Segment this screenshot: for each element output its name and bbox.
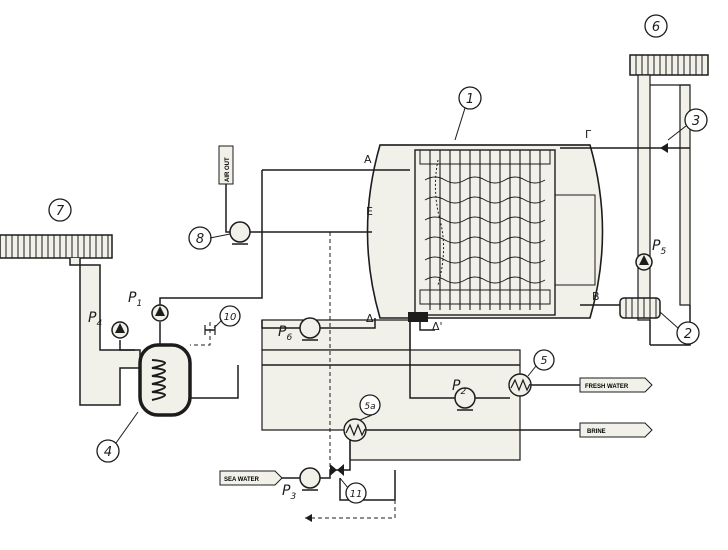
pump-p1-label: P1	[128, 290, 142, 309]
callout-3: 3	[692, 114, 700, 129]
point-delta: Δ	[366, 312, 374, 325]
pump-p5-label: P5	[652, 238, 666, 257]
heat-exchanger-2	[619, 297, 661, 319]
pump-p4-label: P4	[88, 310, 102, 329]
pump-p5	[635, 253, 653, 271]
callout-10: 10	[224, 312, 237, 323]
callout-4: 4	[104, 445, 112, 460]
callout-7: 7	[56, 204, 65, 219]
brine-circuit-panel	[261, 319, 521, 461]
pump-8	[229, 221, 251, 245]
brine-label: BRINE	[587, 429, 606, 435]
exchanger-5	[508, 373, 532, 397]
pump-p2	[454, 387, 476, 411]
callout-5a: 5a	[364, 402, 375, 412]
sea-water-tag: SEA WATER	[219, 470, 283, 486]
exchanger-5a	[343, 418, 367, 442]
point-delta-prime: Δ'	[432, 320, 443, 333]
callout-11: 11	[350, 489, 363, 500]
callout-1: 1	[466, 92, 474, 107]
pump-p4	[111, 321, 129, 339]
pump-p1	[151, 304, 169, 322]
storage-tank	[138, 343, 192, 417]
point-b: B	[592, 290, 600, 303]
sea-water-label: SEA WATER	[224, 477, 260, 483]
point-e: E	[366, 205, 373, 218]
callout-8: 8	[196, 232, 204, 247]
callout-2: 2	[684, 327, 692, 342]
pump-p6	[299, 317, 321, 341]
callout-6: 6	[652, 20, 660, 35]
distillation-vessel	[366, 144, 604, 322]
solar-collector-6	[629, 54, 709, 321]
air-out-label: AIR OUT	[225, 157, 231, 182]
fresh-water-tag: FRESH WATER	[579, 377, 653, 393]
valve-10	[204, 325, 216, 335]
point-gamma: Γ	[585, 128, 592, 141]
pump-p2-label: P2	[452, 378, 466, 397]
valve-11	[330, 464, 344, 476]
pump-p6-label: P6	[278, 324, 292, 343]
point-a: A	[364, 153, 372, 166]
solar-collector-7	[0, 234, 141, 406]
brine-tag: BRINE	[579, 422, 653, 438]
air-out-tag: AIR OUT	[218, 145, 234, 185]
pump-p3-label: P3	[282, 483, 296, 502]
pump-p3	[299, 467, 321, 491]
callout-5: 5	[541, 354, 548, 367]
fresh-water-label: FRESH WATER	[585, 384, 629, 390]
